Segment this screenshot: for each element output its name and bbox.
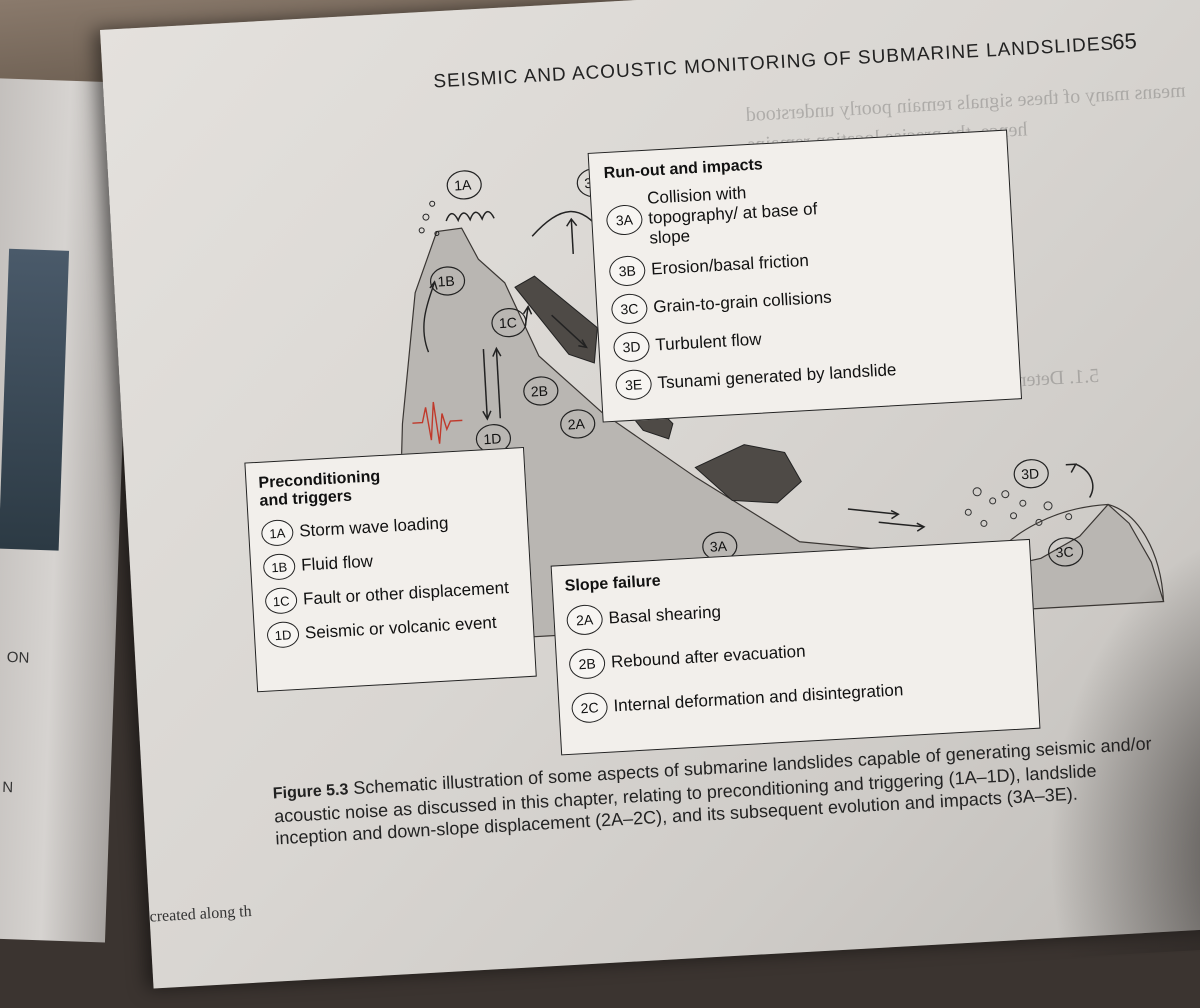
marker-3D: 3D [1021,465,1040,482]
left-page-text-fragment-1: ON [6,648,30,667]
precond-item-1B: 1B Fluid flow [262,541,518,581]
precond-item-text: Fluid flow [300,551,374,575]
slope-item-2C: 2C Internal deformation and disintegrati… [570,668,1026,724]
runout-item-text: Grain-to-grain collisions [652,287,833,317]
running-header: SEISMIC AND ACOUSTIC MONITORING OF SUBMA… [432,33,1115,93]
marker-1A: 1A [454,176,473,193]
marker-1D: 1D [483,430,502,447]
slope-item-text: Basal shearing [608,602,722,628]
badge-2C: 2C [570,691,609,724]
badge-3A: 3A [605,204,644,237]
badge-3C: 3C [610,292,649,325]
left-page-text-fragment-2: N [2,778,14,797]
runout-item-text: Tsunami generated by landslide [657,360,897,393]
runout-item-text: Erosion/basal friction [650,250,810,279]
storm-wave-icon [445,210,495,223]
slope-failure-box: Slope failure 2A Basal shearing 2B Rebou… [550,538,1041,756]
body-text-fragment: created along th [149,902,253,926]
badge-2B: 2B [568,647,606,680]
landslide-block-lower [694,444,802,504]
badge-1A: 1A [260,519,295,547]
runout-item-text: Collision with topography/ at base of sl… [646,183,818,248]
slope-item-text: Rebound after evacuation [610,641,807,672]
badge-1D: 1D [266,620,300,649]
badge-2A: 2A [565,603,604,636]
precond-item-1A: 1A Storm wave loading [260,507,516,547]
marker-1B: 1B [437,273,455,290]
debris-particles [964,487,1073,527]
preconditioning-triggers-box: Preconditioning and triggers 1A Storm wa… [244,446,537,693]
precond-item-text: Fault or other displacement [302,578,510,609]
slope-item-text: Internal deformation and disintegration [612,680,904,716]
badge-3B: 3B [608,254,647,287]
runout-item-text: Turbulent flow [654,329,762,355]
runout-impacts-box: Run-out and impacts 3A Collision with to… [587,129,1023,423]
left-page-photo [0,248,70,551]
marker-1C: 1C [499,314,518,331]
precond-item-1C: 1C Fault or other displacement [264,575,519,615]
precond-item-1D: 1D Seismic or volcanic event [266,608,521,649]
fluid-bubbles-icon [418,200,440,237]
precond-item-text: Seismic or volcanic event [304,612,498,643]
figure-caption-text: Schematic illustration of some aspects o… [273,733,1153,849]
marker-2A: 2A [567,416,586,433]
figure-caption: Figure 5.3 Schematic illustration of som… [272,731,1174,849]
seismic-trace-icon [412,401,463,444]
marker-2B: 2B [530,383,548,400]
figure-label: Figure 5.3 [272,781,349,803]
badge-3D: 3D [612,330,651,363]
right-book-page: means many of these signals remain poorl… [100,0,1200,989]
hand-shadow [1029,522,1200,959]
page-number: 65 [1111,28,1138,55]
badge-3E: 3E [614,368,653,401]
badge-1C: 1C [264,586,298,615]
motion-arrows [482,304,1094,532]
marker-3A: 3A [709,538,728,555]
badge-1B: 1B [262,552,296,581]
precond-item-text: Storm wave loading [298,513,449,541]
